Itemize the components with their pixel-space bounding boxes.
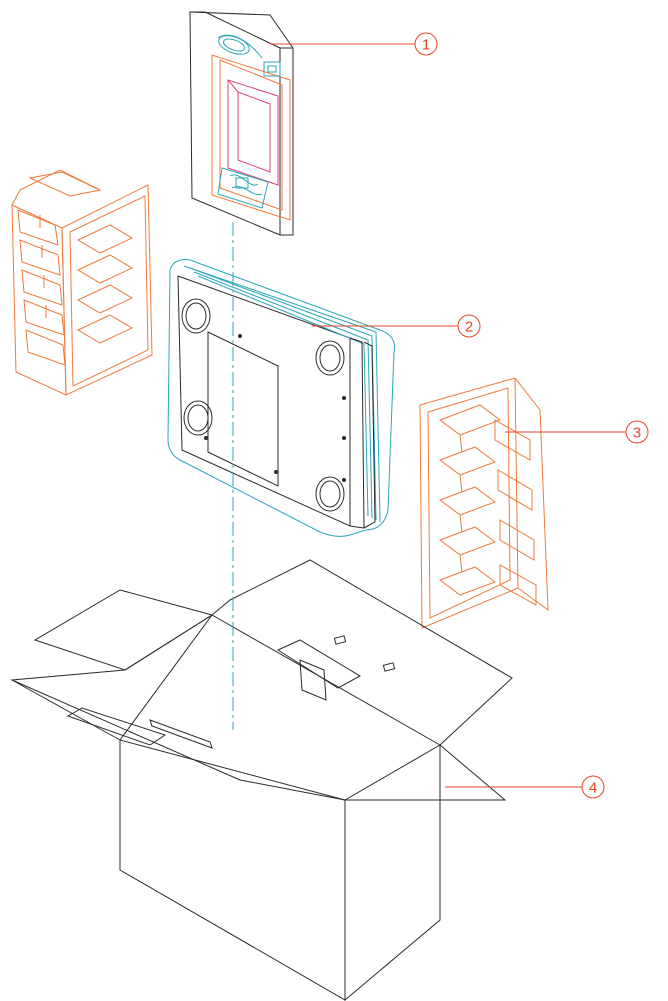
callout-number: 1 — [422, 37, 430, 54]
callout-3: 3 — [625, 420, 649, 444]
shipping-carton — [10, 559, 513, 1001]
callout-number: 2 — [465, 319, 473, 336]
callout-2: 2 — [457, 314, 481, 338]
left-foam-insert — [11, 169, 153, 396]
accessory-box-contents — [211, 34, 291, 221]
callout-number: 3 — [633, 425, 641, 442]
callout-4: 4 — [581, 775, 605, 799]
callout-1: 1 — [414, 32, 438, 56]
accessory-box — [189, 11, 294, 236]
monitor-unit — [167, 259, 395, 537]
right-foam-insert — [419, 377, 549, 629]
callout-number: 4 — [589, 780, 597, 797]
